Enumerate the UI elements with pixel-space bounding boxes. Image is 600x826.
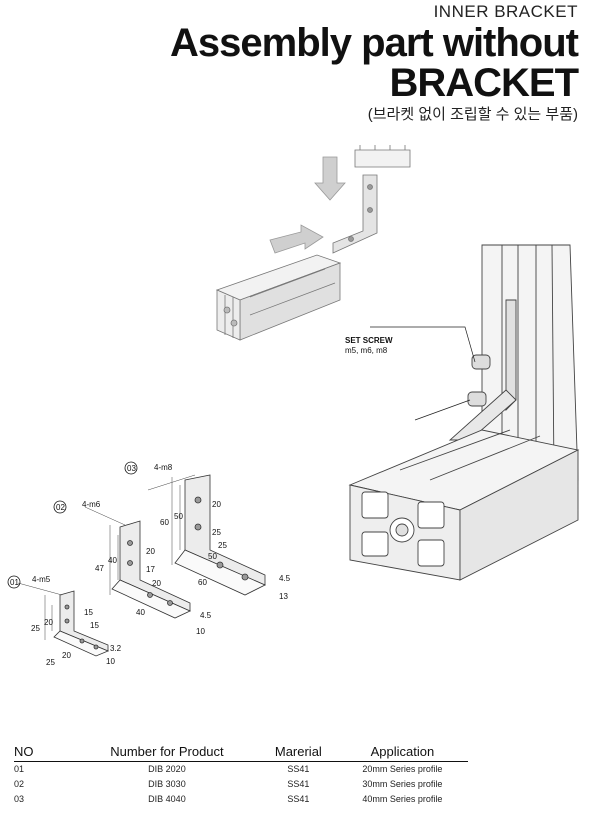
drawing-02-dim-4: 20 bbox=[152, 579, 161, 588]
col-header-no: NO bbox=[14, 743, 74, 762]
row-no: 02 bbox=[14, 779, 25, 789]
drawing-02-dim-3: 17 bbox=[146, 565, 155, 574]
drawing-01-dim-0: 25 bbox=[31, 624, 40, 633]
drawing-01-dim-6: 10 bbox=[106, 657, 115, 666]
page-subtitle: INNER BRACKET bbox=[433, 2, 578, 21]
spec-table: NO Number for Product Marerial Applicati… bbox=[14, 743, 468, 807]
drawing-02-dim-2: 20 bbox=[146, 547, 155, 556]
drawing-02-dim-7: 4.5 bbox=[200, 611, 212, 620]
drawing-01-dim-1: 20 bbox=[44, 618, 53, 627]
row-no: 01 bbox=[14, 764, 25, 774]
drawing-02-dim-0: 47 bbox=[95, 564, 104, 573]
drawing-03-dim-4: 25 bbox=[218, 541, 227, 550]
drawing-01-dim-2: 15 bbox=[84, 608, 93, 617]
drawing-02-dim-5: 40 bbox=[136, 608, 145, 617]
drawing-03-dim-5: 50 bbox=[208, 552, 217, 561]
set-screw-sizes: m5, m6, m8 bbox=[345, 346, 388, 355]
row-application: 20mm Series profile bbox=[362, 764, 443, 774]
row-product: DIB 4040 bbox=[148, 794, 186, 804]
drawing-01-dim-3: 15 bbox=[90, 621, 99, 630]
row-product: DIB 2020 bbox=[148, 764, 186, 774]
drawing-03-dim-1: 50 bbox=[174, 512, 183, 521]
row-application: 30mm Series profile bbox=[362, 779, 443, 789]
drawing-01-holes: 4-m5 bbox=[32, 575, 51, 584]
drawing-03-dim-2: 20 bbox=[212, 500, 221, 509]
col-header-material: Marerial bbox=[259, 743, 337, 762]
corner-assembly-illustration bbox=[348, 244, 580, 581]
table-row: 02 DIB 3030 SS41 30mm Series profile bbox=[14, 777, 468, 792]
drawing-02-dim-6: 10 bbox=[196, 627, 205, 636]
page-title-line1: Assembly part without bbox=[170, 21, 579, 65]
drawing-01-dim-7: 3.2 bbox=[110, 644, 122, 653]
exploded-assembly-illustration bbox=[215, 145, 411, 341]
table-header-row: NO Number for Product Marerial Applicati… bbox=[14, 743, 468, 762]
drawing-03-holes: 4-m8 bbox=[154, 463, 173, 472]
drawing-03-dim-8: 4.5 bbox=[279, 574, 291, 583]
drawing-01-dim-5: 25 bbox=[46, 658, 55, 667]
set-screw-callout: SET SCREW m5, m6, m8 bbox=[345, 336, 393, 356]
drawing-03-dim-3: 25 bbox=[212, 528, 221, 537]
drawing-03-dim-0: 60 bbox=[160, 518, 169, 527]
table-row: 01 DIB 2020 SS41 20mm Series profile bbox=[14, 762, 468, 778]
drawing-02-dim-1: 40 bbox=[108, 556, 117, 565]
col-header-application: Application bbox=[336, 743, 468, 762]
page-title-line2: BRACKET bbox=[389, 61, 579, 105]
drawing-03-no: 03 bbox=[127, 464, 136, 473]
row-material: SS41 bbox=[287, 779, 310, 789]
row-product: DIB 3030 bbox=[148, 779, 186, 789]
bracket-dimension-drawings: 03 4-m8 60 50 20 25 25 50 60 13 4.5 02 4… bbox=[7, 461, 291, 667]
drawing-03-dim-7: 13 bbox=[279, 592, 288, 601]
row-application: 40mm Series profile bbox=[362, 794, 443, 804]
row-material: SS41 bbox=[287, 794, 310, 804]
set-screw-title: SET SCREW bbox=[345, 336, 393, 345]
row-no: 03 bbox=[14, 794, 25, 804]
drawing-02-no: 02 bbox=[56, 503, 65, 512]
drawing-01-dim-4: 20 bbox=[62, 651, 71, 660]
drawing-02-holes: 4-m6 bbox=[82, 500, 101, 509]
table-row: 03 DIB 4040 SS41 40mm Series profile bbox=[14, 792, 468, 807]
row-material: SS41 bbox=[287, 764, 310, 774]
korean-caption: (브라켓 없이 조립할 수 있는 부품) bbox=[367, 106, 578, 123]
drawing-03-dim-6: 60 bbox=[198, 578, 207, 587]
drawing-01-no: 01 bbox=[10, 578, 19, 587]
col-header-product: Number for Product bbox=[74, 743, 260, 762]
